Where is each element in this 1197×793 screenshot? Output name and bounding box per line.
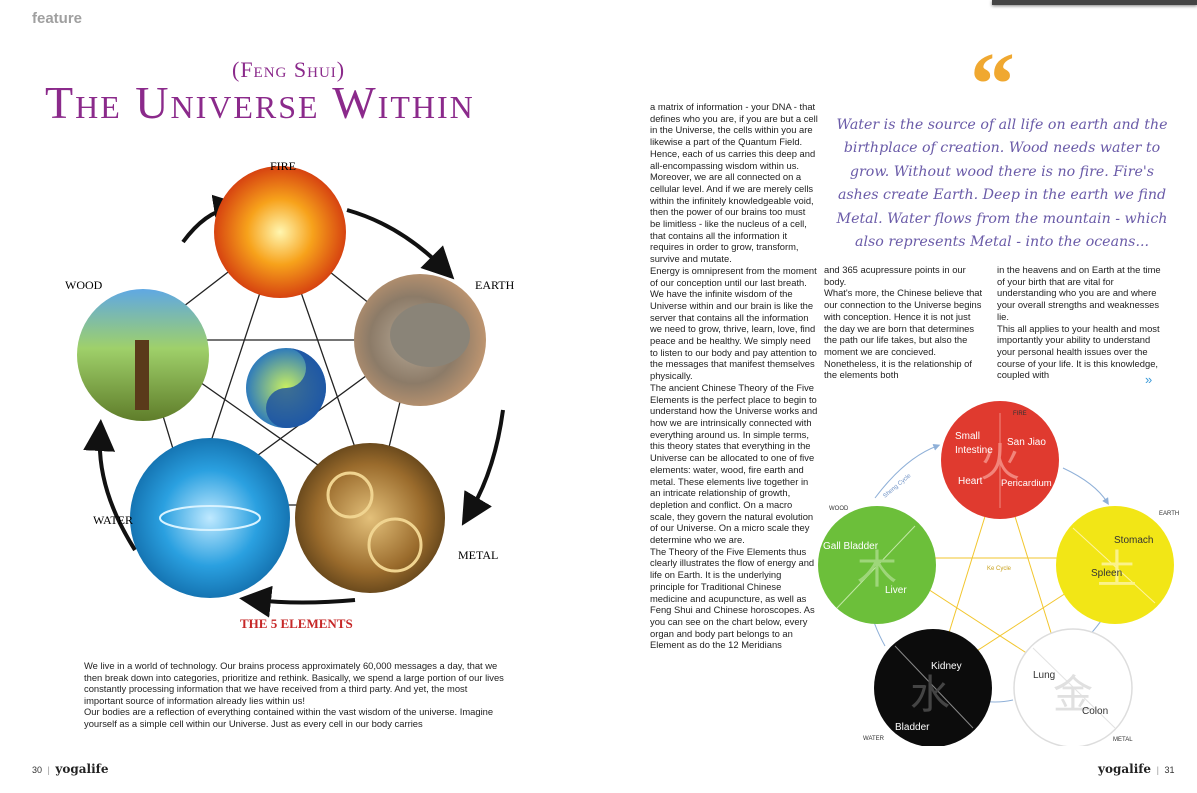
footer-separator: | — [1156, 765, 1159, 775]
article-column-3: in the heavens and on Earth at the time … — [997, 264, 1162, 381]
organ-gall-bladder: Gall Bladder — [823, 541, 879, 552]
wood-label: WOOD — [829, 506, 849, 512]
paragraph: What's more, the Chinese believe that ou… — [824, 287, 983, 381]
arrow-fire-earth — [346, 208, 455, 280]
organ-spleen: Spleen — [1091, 568, 1122, 579]
label-metal: METAL — [458, 548, 498, 562]
sheng-cycle-label: Sheng Cycle — [882, 473, 912, 500]
pull-quote: Water is the source of all life on earth… — [836, 117, 1168, 251]
page-title: The Universe Within — [45, 77, 475, 128]
earth-label: EARTH — [1159, 511, 1179, 517]
arrow-metal-water — [239, 585, 356, 618]
section-label: feature — [32, 10, 83, 27]
organ-stomach: Stomach — [1114, 535, 1153, 546]
organ-element-chart: 火 Small Intestine San Jiao Heart Pericar… — [818, 401, 1179, 746]
page-number-right: 31 — [1164, 765, 1175, 775]
brand-logo: yogalife — [55, 762, 109, 776]
brand-logo: yogalife — [1098, 762, 1152, 776]
article-column-1: a matrix of information - your DNA - tha… — [650, 101, 818, 651]
quote-mark-icon: “ — [970, 35, 1015, 134]
intro-paragraph: Our bodies are a reflection of everythin… — [84, 706, 494, 729]
organ-colon: Colon — [1082, 706, 1108, 717]
fire-label: FIRE — [1013, 411, 1027, 417]
svg-text:Intestine: Intestine — [955, 445, 993, 456]
earth-glyph: 土 — [1097, 548, 1137, 592]
organ-liver: Liver — [885, 585, 907, 596]
water-glyph: 水 — [910, 673, 950, 717]
water-label: WATER — [863, 736, 885, 742]
organ-bladder: Bladder — [895, 722, 930, 733]
metal-circle — [295, 443, 445, 593]
paragraph: This all applies to your health and most… — [997, 322, 1160, 381]
fire-circle — [214, 166, 346, 298]
metal-glyph: 金 — [1053, 673, 1093, 717]
page-number-left: 30 — [32, 765, 43, 775]
title-kicker: (Feng Shui) — [232, 57, 346, 82]
fire-glyph: 火 — [980, 441, 1020, 485]
paragraph: in the heavens and on Earth at the time … — [997, 264, 1161, 322]
five-elements-wheel: FIRE EARTH WOOD WATER METAL — [65, 159, 515, 618]
footer-separator: | — [47, 765, 50, 775]
paragraph: Energy is omnipresent from the moment of… — [650, 264, 817, 382]
organ-lung: Lung — [1033, 670, 1055, 681]
paragraph: and 365 acupressure points in our body. — [824, 264, 966, 287]
arrow-earth-metal — [461, 409, 505, 526]
label-wood: WOOD — [65, 278, 103, 292]
label-water: WATER — [93, 513, 133, 527]
organ-kidney: Kidney — [931, 661, 962, 672]
intro-text: We live in a world of technology. Our br… — [84, 660, 504, 730]
intro-paragraph: We live in a world of technology. Our br… — [84, 660, 504, 706]
article-column-2: and 365 acupressure points in our body. … — [824, 264, 984, 381]
window-edge — [992, 0, 1197, 5]
metal-label: METAL — [1113, 737, 1133, 743]
organ-heart: Heart — [958, 476, 983, 487]
organ-pericardium: Pericardium — [1001, 478, 1052, 489]
arrow-water-wood — [83, 419, 137, 552]
paragraph: a matrix of information - your DNA - tha… — [650, 101, 818, 265]
organ-small-intestine: Small — [955, 431, 980, 442]
paragraph: The ancient Chinese Theory of the Five E… — [650, 381, 818, 546]
wood-glyph: 木 — [857, 548, 897, 592]
wheel-caption: THE 5 ELEMENTS — [240, 616, 353, 631]
organ-san-jiao: San Jiao — [1007, 437, 1046, 448]
water-circle — [130, 438, 290, 598]
ke-cycle-label: Ke Cycle — [987, 566, 1012, 572]
footer-left: 30 | yogalife — [32, 762, 108, 776]
continue-arrow-icon: » — [1145, 372, 1153, 387]
earth-element-circle — [1056, 506, 1174, 624]
paragraph: The Theory of the Five Elements thus cle… — [650, 545, 815, 651]
footer-right: yogalife | 31 — [1098, 762, 1174, 776]
label-fire: FIRE — [270, 159, 296, 173]
label-earth: EARTH — [475, 278, 515, 292]
